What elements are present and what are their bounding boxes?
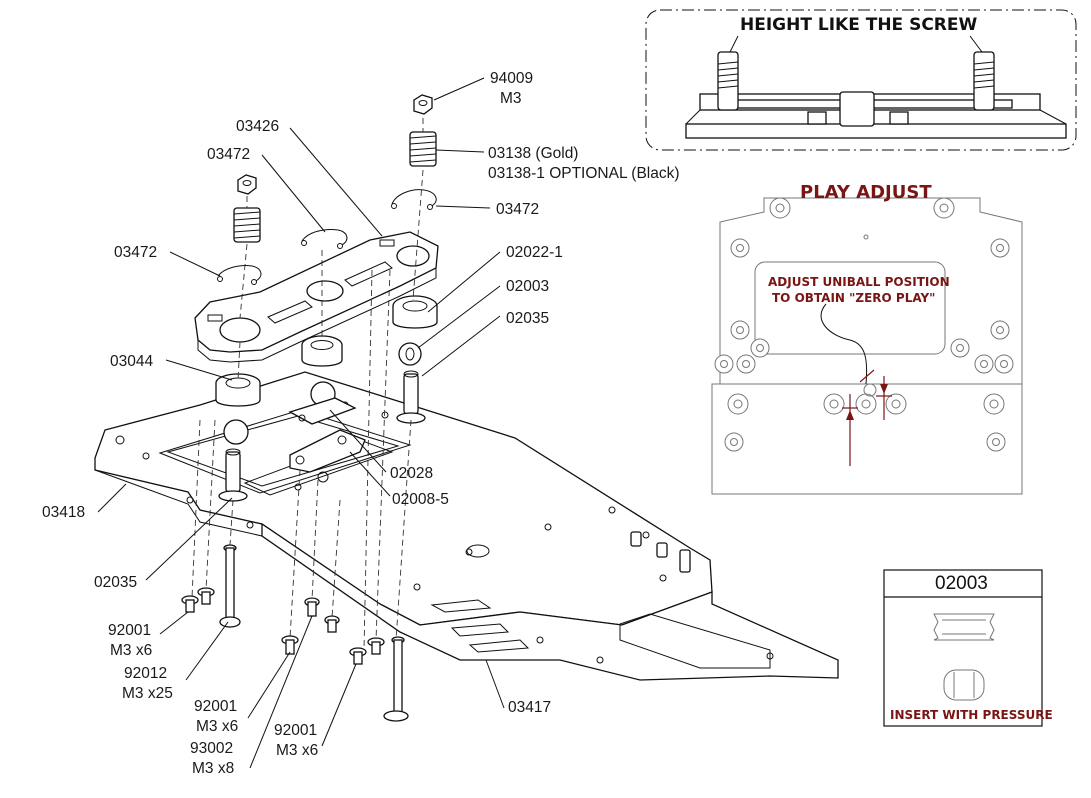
play-adjust-note-line1: ADJUST UNIBALL POSITION [768, 275, 950, 289]
screw-long-right [383, 636, 409, 722]
link-02008 [289, 429, 366, 473]
label-02028: 02028 [390, 465, 433, 482]
clip-right [391, 189, 437, 210]
lower-chassis-plate [261, 522, 839, 681]
screw-93002 [281, 635, 299, 655]
label-03138: 03138 (Gold) [488, 145, 578, 162]
label-93002: 93002 [190, 740, 233, 757]
height-detail-frame [645, 9, 1077, 151]
label-94009-size: M3 [500, 90, 522, 107]
label-03472-b: 03472 [496, 201, 539, 218]
label-03044: 03044 [110, 353, 153, 370]
label-02003: 02003 [506, 278, 549, 295]
screw-92012 [219, 544, 241, 628]
label-92001-b: 92001 [194, 698, 237, 715]
locknut-94009 [413, 94, 433, 115]
label-92012-size: M3 x25 [122, 685, 173, 702]
label-03426: 03426 [236, 118, 279, 135]
label-03472-a: 03472 [207, 146, 250, 163]
spring-left [233, 207, 261, 243]
zero-play-indicator [842, 369, 892, 466]
screw-92001-a2 [197, 587, 215, 605]
screw-92001-a [181, 595, 199, 613]
locknut-left [237, 174, 257, 195]
callout-labels: 94009 M3 03426 03472 03138 (Gold) 03138-… [42, 70, 680, 777]
label-02008-5: 02008-5 [392, 491, 449, 508]
label-03472-c: 03472 [114, 244, 157, 261]
label-02022-1: 02022-1 [506, 244, 563, 261]
part-box-note: INSERT WITH PRESSURE [890, 708, 1053, 722]
label-92001-b-size: M3 x6 [196, 718, 238, 735]
label-92001-a-size: M3 x6 [110, 642, 152, 659]
play-adjust-view: PLAY ADJUST ADJUST UNIBALL POSITION TO O… [711, 182, 1023, 495]
screw-92001-b [304, 597, 320, 617]
label-92001-a: 92001 [108, 622, 151, 639]
screw-92001-b2 [324, 615, 340, 633]
uniball-holder-02022 [392, 295, 438, 329]
label-94009: 94009 [490, 70, 533, 87]
screw-92001-c [349, 647, 367, 665]
height-detail-title: HEIGHT LIKE THE SCREW [740, 15, 978, 35]
label-03418: 03418 [42, 504, 85, 521]
part-box-section-view [933, 613, 995, 641]
spring-right [409, 131, 437, 167]
label-02035-b: 02035 [94, 574, 137, 591]
assembly-axes [191, 118, 424, 651]
label-92001-c-size: M3 x6 [276, 742, 318, 759]
leader-lines [97, 77, 505, 769]
post-02035-right [396, 370, 426, 424]
screws [181, 544, 409, 722]
clip-left [217, 265, 262, 285]
post-02035-left [218, 448, 248, 502]
uniball-holder-middle [301, 335, 343, 367]
play-adjust-note-line2: TO OBTAIN "ZERO PLAY" [772, 291, 935, 305]
label-92012: 92012 [124, 665, 167, 682]
label-93002-size: M3 x8 [192, 760, 234, 777]
label-03417: 03417 [508, 699, 551, 716]
screw-92001-c2 [367, 637, 385, 655]
label-03138-optional: 03138-1 OPTIONAL (Black) [488, 165, 680, 182]
part-box-number: 02003 [935, 573, 988, 594]
label-92001-c: 92001 [274, 722, 317, 739]
play-adjust-title: PLAY ADJUST [800, 182, 932, 203]
holder-02028 [288, 397, 357, 425]
standoff-posts [630, 531, 691, 573]
part-box-side-view [943, 669, 985, 701]
bushing-03044 [215, 373, 261, 407]
ball-02003 [398, 342, 422, 366]
height-detail-view: HEIGHT LIKE THE SCREW [645, 9, 1077, 151]
height-detail-drawing [685, 51, 1067, 139]
clip-middle [301, 229, 348, 249]
part-detail-box: 02003 INSERT WITH PRESSURE [883, 569, 1053, 727]
label-02035-a: 02035 [506, 310, 549, 327]
top-link-plate [194, 231, 439, 363]
